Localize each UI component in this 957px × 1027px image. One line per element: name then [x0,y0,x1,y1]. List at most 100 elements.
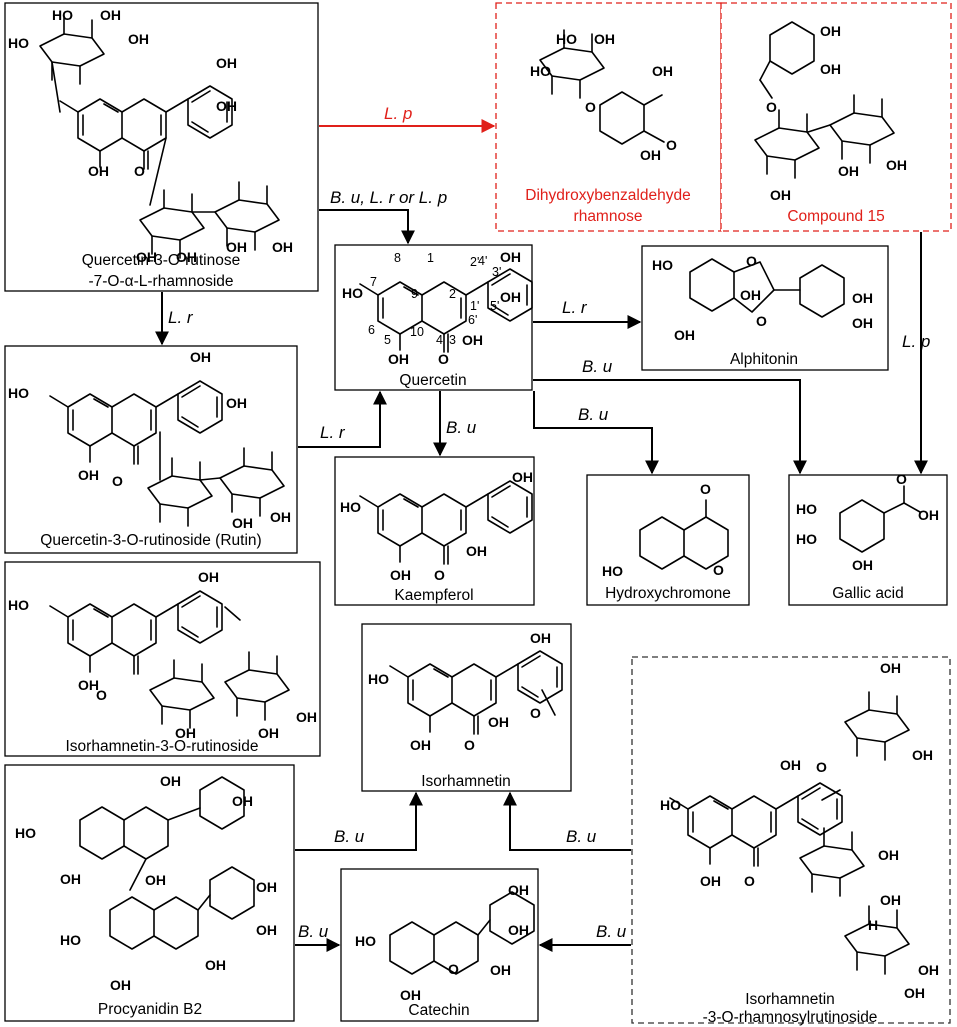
box-gallic-acid [788,474,948,606]
svg-text:HO: HO [530,63,551,79]
svg-text:HO: HO [355,933,376,949]
svg-text:5': 5' [490,299,499,313]
svg-text:OH: OH [912,747,933,763]
structure-gallic-acid: O OH HO HO OH [796,471,939,573]
svg-text:OH: OH [820,61,841,77]
svg-text:HO: HO [15,825,36,841]
svg-text:6: 6 [368,323,375,337]
svg-text:OH: OH [918,962,939,978]
label-bu-isorr-cat: B. u [596,922,627,941]
arrow-isorr-to-isorhamnetin [503,791,631,851]
svg-text:HO: HO [368,671,389,687]
svg-text:OH: OH [878,847,899,863]
box-kaempferol [334,456,535,606]
svg-text:OH: OH [190,349,211,365]
svg-text:OH: OH [145,872,166,888]
svg-text:OH: OH [880,660,901,676]
structure-dihydroxybenzaldehyde-rhamnose: HO HO OH OH O O OH [530,29,677,163]
svg-text:OH: OH [128,31,149,47]
svg-text:OH: OH [880,892,901,908]
svg-text:OH: OH [462,332,483,348]
svg-text:1': 1' [470,299,479,313]
name-isorhamnetin-rhamnosylrutinoside-line1: Isorhamnetin [745,991,835,1008]
structure-procyanidin-b2: OH OH HO OH OH OH OH OH HO OH [15,773,277,993]
svg-text:OH: OH [508,882,529,898]
svg-text:OH: OH [258,725,279,741]
svg-text:O: O [756,313,767,329]
svg-text:HO: HO [602,563,623,579]
svg-text:OH: OH [500,249,521,265]
svg-text:HO: HO [60,932,81,948]
svg-text:OH: OH [216,98,237,114]
svg-text:OH: OH [640,147,661,163]
label-lr-rutin-quercetin: L. r [320,423,346,442]
svg-text:4: 4 [436,333,443,347]
svg-text:H: H [868,917,878,933]
svg-text:OH: OH [100,7,121,23]
name-isorhamnetin: Isorhamnetin [421,773,511,790]
svg-text:2': 2' [470,255,479,269]
structure-catechin: HO OH OH O OH OH [355,882,535,1003]
svg-text:9: 9 [411,287,418,301]
svg-text:OH: OH [490,962,511,978]
arrow-procyanidin-to-isorhamnetin [295,791,423,851]
svg-text:HO: HO [8,35,29,51]
svg-text:O: O [896,471,907,487]
svg-text:OH: OH [594,31,615,47]
svg-text:OH: OH [700,873,721,889]
svg-text:OH: OH [904,985,925,1001]
svg-text:OH: OH [466,543,487,559]
label-lr-rutin: L. r [168,308,194,327]
svg-text:OH: OH [78,467,99,483]
svg-text:O: O [448,961,459,977]
name-isorhamnetin-rutinoside: Isorhamnetin-3-O-rutinoside [66,738,259,755]
box-rutin [4,345,298,554]
label-lp-gallic: L. p [902,332,930,351]
svg-text:OH: OH [205,957,226,973]
svg-text:HO: HO [556,31,577,47]
svg-text:OH: OH [838,163,859,179]
svg-text:OH: OH [296,709,317,725]
structure-rutin: HO OH OH OH O OH OH [8,349,291,531]
label-bu-gallic: B. u [582,357,613,376]
arrow-qrr-to-quercetin [319,209,415,245]
label-bu-procyanidin-cat: B. u [298,922,329,941]
box-isorhamnetin [361,623,572,792]
label-bu-procyanidin-iso: B. u [334,827,365,846]
structure-isorhamnetin-rhamnosylrutinoside: HO OH O OH OH OH O OH OH H OH OH [660,660,939,1001]
structure-quercetin: HO OH OH OH OH O 1 2 3 4 5 6 7 8 9 10 1'… [342,249,533,367]
svg-text:OH: OH [410,737,431,753]
box-quercetin [334,244,533,391]
svg-text:O: O [464,737,475,753]
svg-text:OH: OH [160,773,181,789]
name-catechin: Catechin [408,1002,469,1019]
svg-text:HO: HO [340,499,361,515]
svg-text:1: 1 [427,251,434,265]
svg-text:OH: OH [272,239,293,255]
name-hydroxychromone: Hydroxychromone [605,585,731,602]
svg-text:OH: OH [232,793,253,809]
svg-text:OH: OH [78,677,99,693]
box-dihydroxybenzaldehyde-rhamnose [495,2,722,232]
arrow-quercetin-to-gallic [533,379,807,475]
name-dihydroxybenzaldehyde-line1: Dihydroxybenzaldehyde [525,187,690,204]
svg-text:OH: OH [512,469,533,485]
name-quercetin: Quercetin [399,372,466,389]
box-quercetin-rutinose-rhamnoside [4,2,319,292]
svg-text:OH: OH [175,725,196,741]
svg-text:OH: OH [918,507,939,523]
svg-text:O: O [746,253,757,269]
svg-text:OH: OH [232,515,253,531]
svg-text:OH: OH [226,395,247,411]
structure-quercetin-rutinose-rhamnoside: HO HO OH OH OH OH OH O OH OH OH OH [8,7,293,265]
svg-text:HO: HO [8,385,29,401]
svg-text:OH: OH [88,163,109,179]
svg-text:OH: OH [852,290,873,306]
svg-text:HO: HO [796,531,817,547]
svg-text:OH: OH [136,249,157,265]
svg-text:O: O [585,99,596,115]
svg-text:OH: OH [852,315,873,331]
svg-text:OH: OH [176,249,197,265]
label-lr-alphitonin: L. r [562,298,588,317]
